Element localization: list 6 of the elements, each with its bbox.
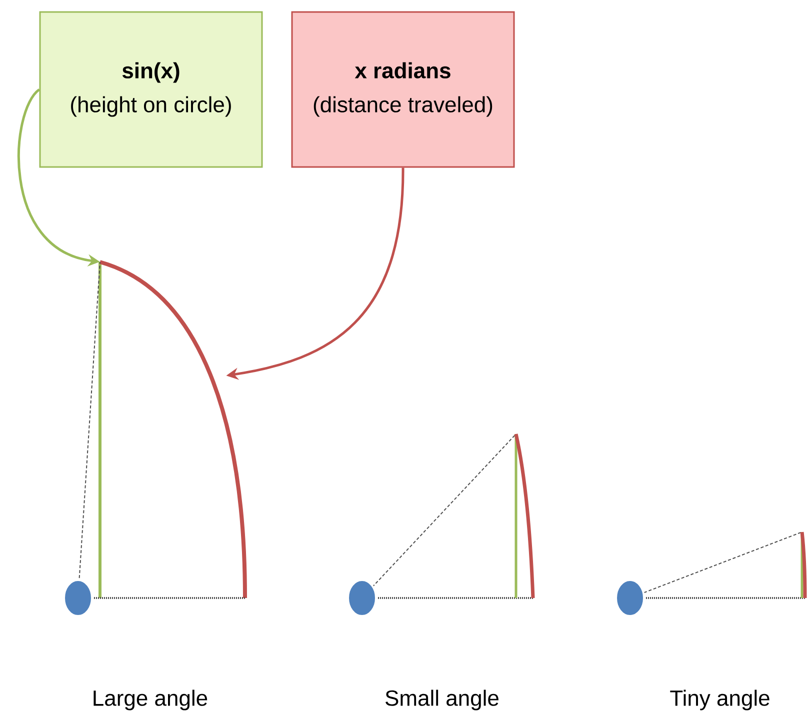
arc-line bbox=[99, 260, 247, 598]
caption-text: Small angle bbox=[386, 690, 498, 710]
caption-text: Tiny angle bbox=[670, 690, 770, 710]
caption-text: Large angle bbox=[94, 690, 208, 710]
text-box: x radians (distance traveled) bbox=[291, 11, 515, 168]
text-box: sin(x) (height on circle) bbox=[39, 11, 263, 168]
